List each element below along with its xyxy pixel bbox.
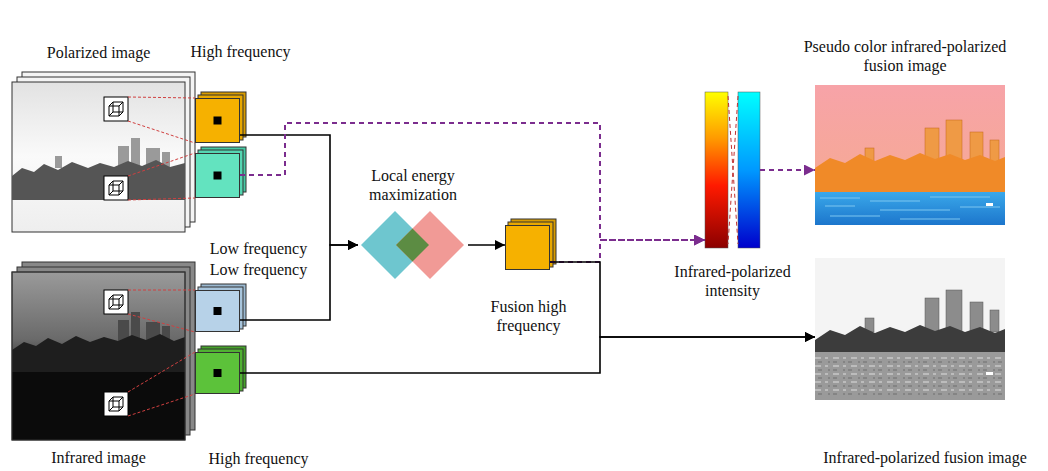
sample-point: [214, 117, 222, 125]
zoom-window: [104, 392, 128, 416]
feature-square: Low frequency: [195, 153, 240, 198]
pseudo-color-picture: [986, 203, 993, 206]
pseudo-color-picture: [820, 197, 1000, 219]
sample-point: [214, 172, 222, 180]
zoom-leader-line: [128, 121, 195, 143]
node-label: Low frequency: [194, 260, 324, 279]
color-bar-picture: [738, 92, 760, 248]
fusion-grayscale-picture: [815, 258, 1005, 400]
sample-point: [196, 291, 239, 331]
polarized-image-picture: [55, 156, 62, 168]
diamond-shape: [358, 208, 468, 282]
polarized-image-picture: [12, 82, 185, 232]
fusion-grayscale-picture: [990, 310, 999, 332]
solid-arrow: [468, 244, 505, 246]
node-label: Infrared-polarized intensity: [653, 262, 813, 300]
image-panel: Polarized image: [12, 82, 185, 232]
zoom-leader-line: [128, 198, 195, 200]
dashed-arrow: [760, 169, 815, 171]
pseudo-color-picture: [815, 85, 1005, 225]
feature-square: High frequency: [195, 352, 240, 394]
pseudo-color-picture: [815, 153, 1005, 192]
sample-point: [196, 353, 239, 393]
diamond-right: [396, 211, 464, 279]
node-label: Local energy maximization: [353, 166, 473, 204]
fusion-rule-diamond: Local energy maximization: [358, 208, 468, 282]
infrared-image-picture: [12, 272, 185, 440]
diamond-overlap: [396, 229, 429, 262]
node-label: Pseudo color infrared-polarized fusion i…: [792, 37, 1018, 75]
zoom-window: [104, 176, 128, 200]
zoom-leader-line: [128, 314, 195, 332]
node-label: Low frequency: [194, 239, 324, 258]
dashed-arrow: [240, 123, 705, 240]
sample-point: [196, 99, 239, 142]
fusion-grayscale-picture: [946, 290, 962, 332]
fusion-grayscale-picture: [986, 372, 993, 375]
color-bar: Infrared-polarized intensity: [705, 92, 760, 248]
sample-point: [214, 369, 222, 377]
color-bar-picture: [705, 92, 728, 248]
color-bar-picture: [705, 92, 760, 248]
infrared-image-picture: [12, 272, 185, 440]
fusion-grayscale-picture: [815, 352, 1005, 400]
node-label: Infrared image: [14, 448, 184, 467]
dashed-arrow: [550, 240, 705, 262]
polarized-image-picture: [12, 160, 185, 200]
infrared-image-picture: [12, 334, 185, 372]
zoom-window: [104, 290, 128, 314]
feature-square: Fusion high frequency: [505, 225, 550, 270]
pseudo-color-picture: [815, 192, 1005, 225]
solid-arrow: [240, 135, 358, 245]
node-label: Infrared-polarized fusion image: [810, 448, 1040, 467]
fusion-grayscale-picture: [815, 358, 1005, 390]
zoom-leader-line: [128, 290, 195, 291]
solid-arrow: [240, 337, 815, 373]
node-label: High frequency: [194, 449, 324, 468]
image-panel: Infrared-polarized fusion image: [815, 258, 1005, 400]
zoom-leader-line: [128, 153, 195, 176]
zoom-window: [109, 295, 123, 309]
fusion-grayscale-picture: [815, 258, 1005, 400]
zoom-window: [109, 181, 123, 195]
pseudo-color-picture: [990, 140, 999, 162]
zoom-leader-line: [128, 352, 195, 392]
fusion-grayscale-picture: [818, 362, 1005, 394]
color-bar-picture: [728, 96, 738, 244]
diamond-left: [361, 211, 429, 279]
feature-square: High frequency: [195, 98, 240, 143]
zoom-window: [104, 97, 128, 121]
fusion-grayscale-picture: [925, 298, 939, 332]
node-label: High frequency: [176, 42, 306, 61]
image-panel: Pseudo color infrared-polarized fusion i…: [815, 85, 1005, 225]
infrared-image-picture: [12, 262, 195, 440]
polarized-image-picture: [12, 72, 195, 232]
zoom-leader-line: [128, 97, 195, 416]
node-label: Polarized image: [14, 43, 184, 62]
zoom-leader-line: [128, 97, 195, 98]
pseudo-color-picture: [815, 85, 1005, 225]
zoom-window: [109, 397, 123, 411]
sample-point: [214, 307, 222, 315]
sample-point: [196, 154, 239, 197]
image-panel: Infrared image: [12, 272, 185, 440]
node-label: Fusion high frequency: [469, 297, 589, 335]
fusion-grayscale-picture: [815, 325, 1005, 352]
zoom-window: [109, 102, 123, 116]
feature-square: Low frequency: [195, 290, 240, 332]
zoom-leader-line: [128, 394, 195, 416]
color-bar-picture: [728, 96, 738, 244]
zoom-window: [104, 97, 128, 416]
solid-arrow: [550, 262, 815, 337]
